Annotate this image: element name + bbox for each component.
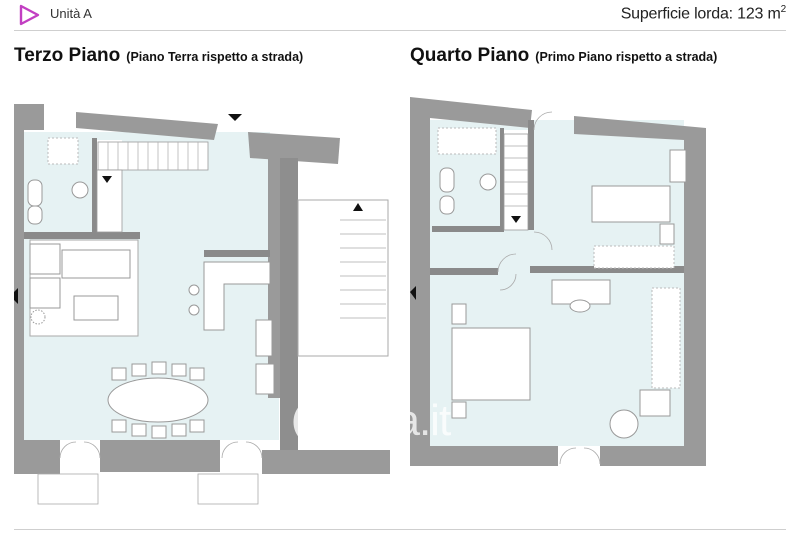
- watermark-text: casa.it: [330, 396, 451, 445]
- top-divider: [14, 30, 786, 31]
- plan-quarto-piano: [410, 97, 706, 466]
- bottom-divider: [14, 529, 786, 530]
- gross-area-label: Superficie lorda: 123 m2: [620, 4, 787, 23]
- unit-label: Unità A: [50, 6, 92, 21]
- floor-name: Terzo Piano: [14, 45, 121, 66]
- header-bar: Unità A Superficie lorda: 123 m2: [0, 0, 800, 30]
- plan-terzo-piano: [14, 104, 390, 505]
- floor-title-right: Quarto Piano (Primo Piano rispetto a stra…: [410, 45, 717, 67]
- watermark-logo-icon: [293, 397, 343, 447]
- floor-subtitle: (Piano Terra rispetto a strada): [126, 50, 304, 64]
- floor-title-left: Terzo Piano (Piano Terra rispetto a strad…: [14, 45, 303, 67]
- play-triangle-icon: [19, 4, 40, 26]
- floor-subtitle: (Primo Piano rispetto a strada): [535, 50, 718, 64]
- floor-name: Quarto Piano: [410, 45, 530, 66]
